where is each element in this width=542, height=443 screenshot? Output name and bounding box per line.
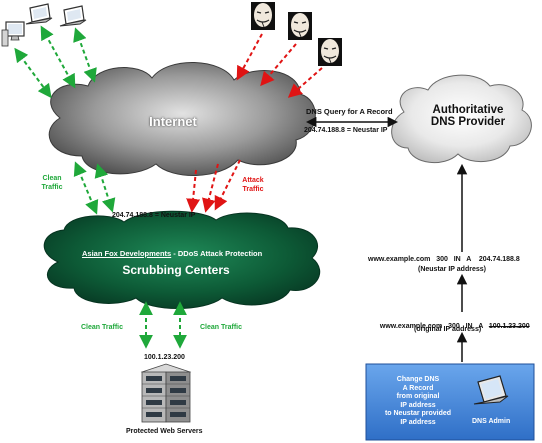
- attack-traffic-arrow: [202, 163, 219, 213]
- new-dns-record: www.example.com 300 IN A 204.74.188.8: [368, 256, 520, 263]
- attack-traffic-line2: Traffic: [242, 186, 264, 193]
- clean-traffic-label-bottom-right: Clean Traffic: [200, 324, 243, 331]
- attack-traffic-arrow: [287, 67, 323, 98]
- scrubbing-service-label: Asian Fox Developments - DDoS Attack Pro…: [82, 249, 262, 258]
- clean-traffic-label-bottom-left: Clean Traffic: [81, 324, 124, 331]
- anonymous-mask-icon: [251, 2, 275, 30]
- clean-traffic-top-line2: Traffic: [41, 184, 63, 191]
- old-dns-record-note: (original IP address): [414, 326, 482, 333]
- admin-text-line: IP address: [400, 418, 436, 426]
- dns-provider-label: Authoritative DNS Provider: [416, 104, 520, 128]
- dns-provider-line1: Authoritative: [432, 104, 504, 116]
- admin-text-line: Change DNS: [396, 376, 440, 383]
- laptop-icon: [59, 5, 87, 27]
- dns-admin-box: [365, 363, 535, 441]
- attack-traffic-arrow: [236, 33, 263, 81]
- desktop-computer-icon: [1, 21, 25, 47]
- scrubbing-company-name: Asian Fox Developments: [82, 249, 172, 258]
- admin-text-line: IP address: [400, 401, 436, 409]
- admin-text-line: from original: [396, 393, 440, 400]
- attack-traffic-arrow: [260, 43, 297, 87]
- admin-text-line: to Neustar provided: [384, 410, 452, 417]
- dns-admin-label: DNS Admin: [472, 418, 511, 425]
- dns-query-result: 204.74.188.8 = Neustar IP: [304, 127, 388, 134]
- clean-traffic-arrow: [73, 27, 97, 83]
- internet-label: Internet: [149, 114, 197, 129]
- scrubbing-service-name: - DDoS Attack Protection: [171, 249, 263, 258]
- new-dns-record-note: (Neustar IP address): [418, 266, 486, 273]
- scrubbing-title: Scrubbing Centers: [122, 263, 230, 277]
- admin-text-line: A Record: [402, 384, 434, 392]
- dns-provider-line2: DNS Provider: [430, 116, 506, 128]
- clean-traffic-arrow: [73, 161, 99, 215]
- clean-traffic-arrow: [14, 47, 52, 99]
- anonymous-mask-icon: [318, 38, 342, 66]
- attack-traffic-line1: Attack: [242, 177, 264, 184]
- attack-traffic-arrow: [214, 159, 241, 211]
- dns-query-label: DNS Query for A Record: [306, 107, 393, 116]
- protected-servers-label: Protected Web Servers: [126, 428, 203, 435]
- clean-traffic-arrow: [40, 25, 76, 89]
- server-rack-icon: [140, 363, 192, 423]
- old-record-prefix: www.example.com 300 IN A: [379, 323, 489, 330]
- anonymous-mask-icon: [288, 12, 312, 40]
- old-dns-record: www.example.com 300 IN A 100.1.23.200: [376, 316, 530, 330]
- admin-instructions: Change DNS A Record from original IP add…: [370, 376, 466, 427]
- clean-traffic-label-top: Clean Traffic: [30, 174, 74, 192]
- clean-traffic-top-line1: Clean: [42, 175, 62, 182]
- clean-traffic-arrow: [94, 163, 116, 213]
- old-record-ip: 100.1.23.200: [488, 323, 530, 330]
- attack-traffic-label: Attack Traffic: [236, 176, 270, 194]
- scrubbing-cloud-icon: [43, 210, 321, 309]
- laptop-icon: [473, 375, 509, 405]
- laptop-icon: [25, 3, 53, 25]
- dns-provider-cloud-icon: [391, 74, 532, 164]
- server-ip-label: 100.1.23.200: [144, 354, 185, 361]
- neustar-ip-label: 204.74.188.8 = Neustar IP: [112, 212, 196, 219]
